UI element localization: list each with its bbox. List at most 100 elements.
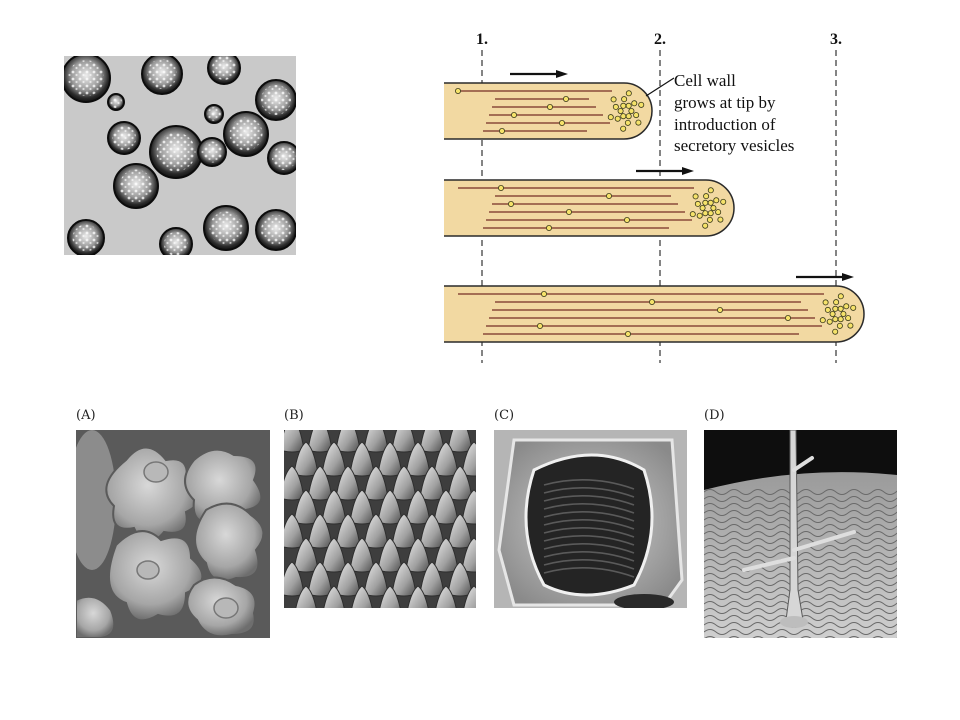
callout-line-1: Cell wall [674, 71, 736, 90]
tip-vesicle [837, 316, 844, 323]
tip-vesicle [822, 299, 829, 306]
tip-vesicle [631, 100, 638, 107]
tip-vesicle [610, 96, 617, 103]
tip-vesicle [621, 96, 628, 103]
tip-vesicle [840, 310, 847, 317]
pollen-grains-micrograph [64, 56, 296, 255]
step-label-3: 3. [830, 31, 842, 48]
conical-cell [307, 465, 333, 501]
conical-cell [363, 513, 389, 549]
conical-cell [433, 537, 459, 573]
tip-vesicle [826, 318, 833, 325]
conical-cell [447, 465, 473, 501]
conical-cell [447, 513, 473, 549]
tip-vesicle [625, 90, 632, 97]
conical-cell [284, 465, 305, 501]
tip-vesicle [625, 113, 632, 120]
conical-cell [335, 513, 361, 549]
tip-vesicle [707, 199, 714, 206]
tip-vesicle [614, 115, 621, 122]
tip-vesicle [850, 304, 857, 311]
conical-cell [435, 585, 457, 608]
vesicle [508, 200, 515, 207]
tip-vesicle [620, 125, 627, 132]
tip-vesicle [845, 315, 852, 322]
tip-vesicle [699, 204, 706, 211]
callout-line-2: grows at tip by [674, 93, 776, 112]
conical-cell [295, 585, 317, 608]
conical-cell [379, 585, 401, 608]
tip-vesicle [713, 197, 720, 204]
tip-vesicle [628, 108, 635, 115]
hypha-tube-2 [444, 179, 735, 237]
growth-arrow-head [682, 167, 694, 175]
vesicle [498, 184, 505, 191]
conical-cell [293, 441, 319, 477]
vesicle [454, 88, 461, 95]
conical-cell [293, 537, 319, 573]
panel-label-b: (B) [284, 408, 304, 423]
conical-cell [419, 513, 445, 549]
hypha-tube-1 [444, 82, 653, 140]
tip-vesicle [706, 216, 713, 223]
panel-a-micrograph [76, 430, 270, 638]
vesicle [562, 96, 569, 103]
conical-cell [363, 430, 389, 453]
tip-vesicle [620, 102, 627, 109]
conical-cell [335, 465, 361, 501]
tip-vesicle [832, 305, 839, 312]
tip-vesicle [617, 108, 624, 115]
vesicle [605, 192, 612, 199]
vesicle [623, 216, 630, 223]
conical-cell [321, 489, 347, 525]
tip-vesicle [707, 210, 714, 217]
tip-vesicle [824, 306, 831, 313]
conical-cell [405, 489, 431, 525]
tip-vesicle [832, 328, 839, 335]
panel-c-micrograph [494, 430, 687, 608]
vesicle [546, 224, 553, 231]
conical-cell [461, 537, 476, 573]
conical-cell [307, 430, 333, 453]
panel-d-micrograph [704, 430, 897, 638]
conical-cell [405, 441, 431, 477]
callout-line-3: introduction of [674, 115, 776, 134]
tip-vesicle [702, 210, 709, 217]
growth-arrow-head [842, 273, 854, 281]
conical-cell [293, 489, 319, 525]
tip-vesicle [694, 200, 701, 207]
tip-vesicle [620, 113, 627, 120]
conical-cell [349, 441, 375, 477]
tip-vesicle [832, 316, 839, 323]
conical-cell [377, 441, 403, 477]
panel-label-a: (A) [76, 408, 96, 423]
growth-arrow-head [556, 70, 568, 78]
panel-label-c: (C) [494, 408, 515, 423]
vesicle [648, 298, 655, 305]
conical-cell [433, 441, 459, 477]
conical-cell [447, 430, 473, 453]
conical-cell [351, 585, 373, 608]
tip-vesicle [612, 103, 619, 110]
panel-label-d: (D) [704, 408, 725, 423]
conical-cell [363, 465, 389, 501]
conical-cell [377, 489, 403, 525]
tip-vesicle [638, 101, 645, 108]
tip-vesicle [847, 322, 854, 329]
conical-cell [323, 585, 345, 608]
tip-vesicle [819, 317, 826, 324]
tip-vesicle [625, 102, 632, 109]
conical-cell [335, 430, 361, 453]
conical-cell [419, 561, 445, 597]
tip-vesicle [696, 212, 703, 219]
conical-cell [461, 489, 476, 525]
tip-vesicle [837, 293, 844, 300]
vesicle [511, 112, 518, 119]
conical-cell [391, 430, 417, 453]
tip-vesicle [843, 303, 850, 310]
conical-cell [307, 513, 333, 549]
tip-vesicle [635, 119, 642, 126]
vesicle [624, 330, 631, 337]
conical-cell [405, 537, 431, 573]
tip-vesicle [833, 299, 840, 306]
